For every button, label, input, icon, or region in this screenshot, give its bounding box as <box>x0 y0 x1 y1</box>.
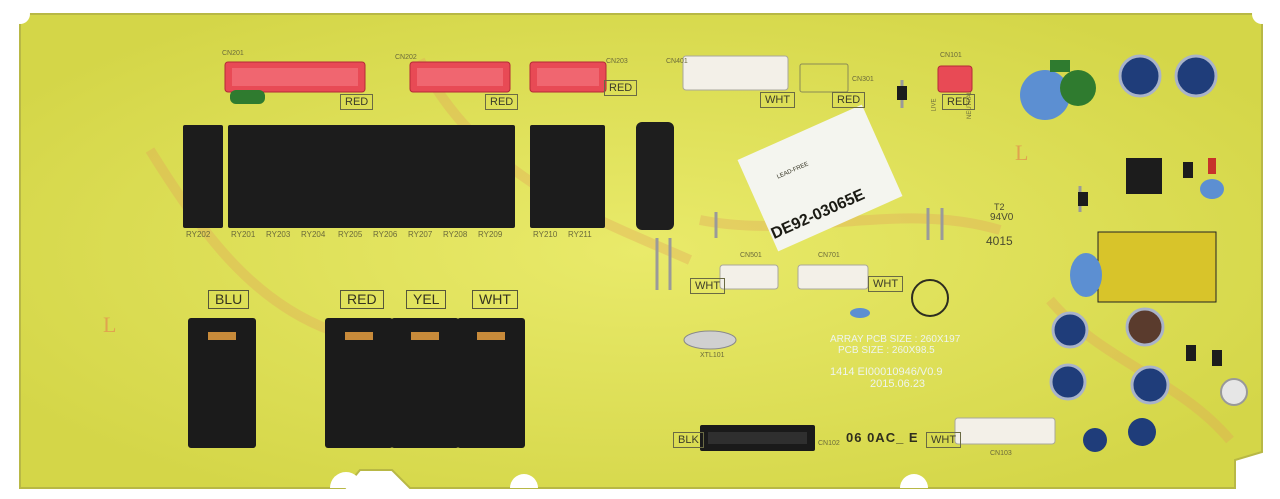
connector-cn101 <box>937 65 973 93</box>
connector-label-red-4: RED <box>832 92 866 108</box>
connector-label-red-5: RED <box>942 94 976 110</box>
connector-label-wht-4: WHT <box>926 432 962 448</box>
relay-label-ry203: RY203 <box>266 230 291 239</box>
connector-id-cn102: CN102 <box>818 440 840 447</box>
connector-id-cn202: CN202 <box>395 54 417 61</box>
neutral-label: NEUTRAL <box>967 90 974 120</box>
terminal-label-yel: YEL <box>406 290 447 309</box>
electrolytic-capacitor-2 <box>1174 54 1218 98</box>
barcode-label <box>737 104 903 252</box>
relay-label-ry207: RY207 <box>408 230 433 239</box>
date-code: 4015 <box>986 234 1013 248</box>
relay-label-ry202: RY202 <box>186 230 211 239</box>
relay-label-ry205: RY205 <box>338 230 363 239</box>
relay-label-ry209: RY209 <box>478 230 503 239</box>
relay-label-ry204: RY204 <box>301 230 326 239</box>
connector-id-cn401: CN401 <box>666 58 688 65</box>
connector-cn301 <box>799 63 849 93</box>
connector-label-red-2: RED <box>485 94 519 110</box>
marker-l-left: L <box>103 312 117 337</box>
terminal-label-wht: WHT <box>472 290 518 309</box>
crystal-label: XTL101 <box>700 352 725 359</box>
relay-label-ry211: RY211 <box>568 230 592 239</box>
connector-id-cn101: CN101 <box>940 52 962 59</box>
connector-id-cn701: CN701 <box>818 252 840 259</box>
buzzer <box>636 122 674 230</box>
connector-id-cn201: CN201 <box>222 50 244 57</box>
connector-id-cn501: CN501 <box>740 252 762 259</box>
connector-cn501 <box>719 264 779 290</box>
x-capacitor <box>1020 70 1070 120</box>
terminal-label-red: RED <box>340 290 384 309</box>
relay-label-ry208: RY208 <box>443 230 468 239</box>
connector-label-wht-2: WHT <box>690 278 726 294</box>
connector-cn701 <box>797 264 869 290</box>
t2-mark: T2 <box>994 202 1005 212</box>
connector-label-wht-1: WHT <box>760 92 796 108</box>
connector-label-red-3: RED <box>604 80 638 96</box>
date-line: 2015.06.23 <box>870 378 926 390</box>
ground-terminal <box>1220 378 1248 406</box>
relay-label-ry206: RY206 <box>373 230 398 239</box>
terminal-label-blu: BLU <box>208 290 250 309</box>
ul-mark <box>911 279 949 317</box>
rating: 94V0 <box>990 212 1014 223</box>
connector-label-red-1: RED <box>340 94 374 110</box>
relay-label-ry210: RY210 <box>533 230 558 239</box>
connector-cn401 <box>682 55 789 91</box>
array-pcb-size: ARRAY PCB SIZE : 260X197 <box>830 334 961 345</box>
connector-label-blk: BLK <box>673 432 704 448</box>
relay-label-ry201: RY201 <box>231 230 256 239</box>
ic-chip <box>1126 158 1162 194</box>
transformer <box>1097 231 1217 303</box>
relay-bank <box>183 125 605 228</box>
marker-l-right: L <box>1015 140 1029 165</box>
connector-cn103 <box>954 417 1056 445</box>
pcb-size: PCB SIZE : 260X98.5 <box>838 345 935 356</box>
connector-id-cn301: CN301 <box>852 76 874 83</box>
live-label: LIVE <box>931 98 938 112</box>
electrolytic-capacitor-1 <box>1118 54 1162 98</box>
revision-line: 1414 EI00010946/V0.9 <box>830 366 943 378</box>
terminal-blocks <box>188 318 525 448</box>
bottom-code: 06 0AC_ E <box>846 430 919 445</box>
connector-id-cn103: CN103 <box>990 450 1012 457</box>
connector-id-cn203: CN203 <box>606 58 628 65</box>
connector-label-wht-3: WHT <box>868 276 904 292</box>
crystal <box>683 330 737 350</box>
